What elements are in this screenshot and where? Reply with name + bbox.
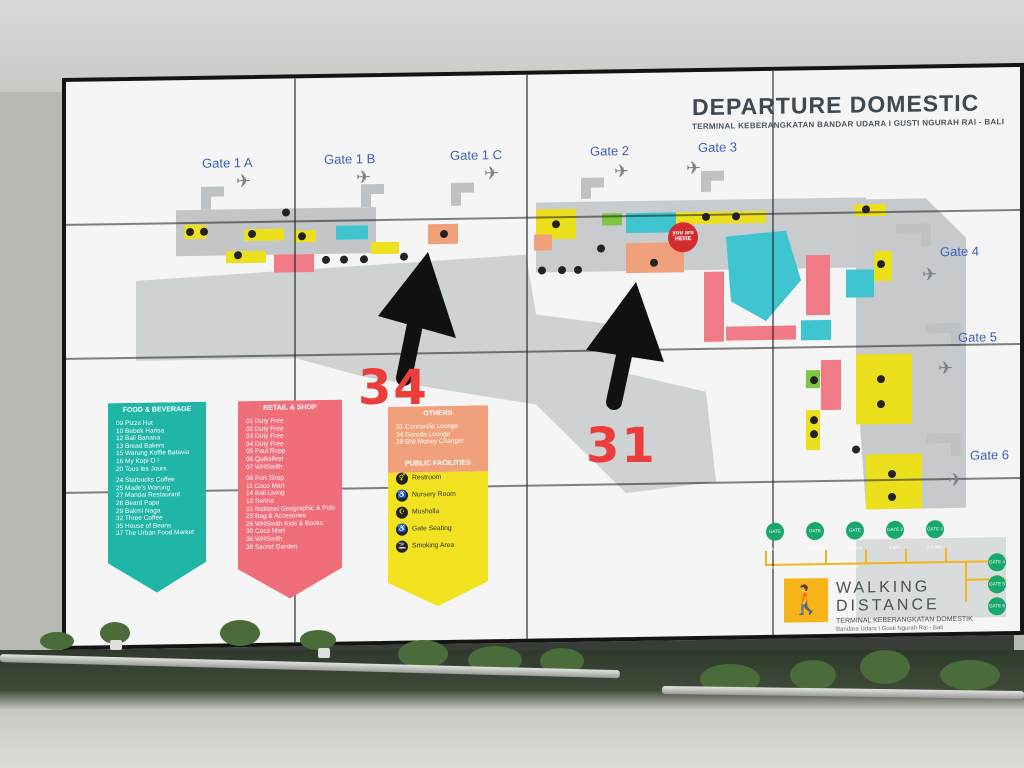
jet-bridge	[451, 182, 474, 206]
seating-block	[856, 353, 912, 425]
arrow-to-gate-1c	[378, 252, 456, 386]
planter	[40, 632, 74, 650]
store-pink	[726, 325, 796, 341]
arrow-to-concordia	[586, 282, 664, 410]
annotation-34: 34	[358, 360, 429, 416]
retail-panel-bg	[238, 399, 342, 599]
left-wall	[0, 92, 62, 652]
walking-distance-map	[765, 537, 1006, 620]
store-pink	[806, 254, 830, 316]
concourse-area	[136, 254, 716, 494]
planter	[940, 660, 1000, 690]
seating-block	[371, 241, 399, 255]
jet-bridge	[201, 186, 224, 210]
jet-bridge	[896, 223, 931, 247]
planter	[100, 622, 130, 644]
jet-bridge	[701, 170, 724, 192]
video-wall-map: DEPARTURE DOMESTIC TERMINAL KEBERANGKATA…	[62, 62, 1024, 650]
store-pink	[704, 271, 724, 342]
annotation-31: 31	[586, 418, 657, 474]
planter	[220, 620, 260, 646]
planter	[300, 630, 336, 650]
food-panel-bg	[108, 401, 206, 593]
plant-pot	[110, 640, 122, 650]
jet-bridge	[361, 183, 384, 208]
store-pink	[821, 359, 841, 411]
store-teal	[626, 212, 676, 234]
store-teal	[336, 225, 368, 240]
store-orange	[534, 234, 552, 251]
plant-pot	[318, 648, 330, 658]
planter	[790, 660, 836, 690]
store-teal	[846, 269, 874, 298]
store-teal	[726, 230, 801, 321]
jet-bridge	[581, 177, 604, 199]
planter	[398, 640, 448, 668]
planter	[860, 650, 910, 684]
seating-block	[866, 453, 922, 510]
lounge-concordia	[626, 242, 684, 274]
jet-bridge	[926, 432, 961, 457]
store-teal	[801, 319, 831, 341]
others-panel-bg	[388, 405, 488, 607]
jet-bridge	[926, 322, 961, 347]
facility-markers	[186, 205, 896, 501]
